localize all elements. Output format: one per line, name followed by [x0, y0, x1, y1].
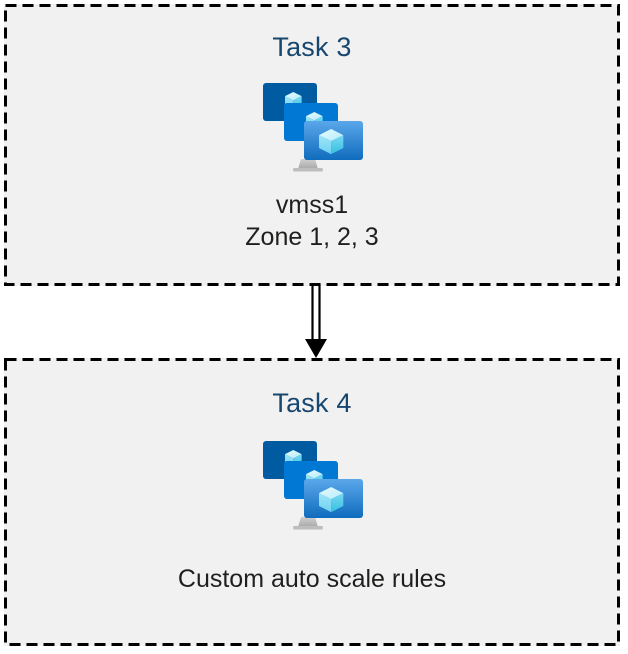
vmss-icon-svg: [263, 83, 363, 172]
task-caption-task3: vmss1 Zone 1, 2, 3: [245, 189, 378, 253]
caption-line: Custom auto scale rules: [177, 565, 447, 593]
task-title-task4: Task 4: [272, 388, 352, 418]
virtual-machine-scale-set-icon: [257, 77, 367, 177]
caption-line: vmss1: [275, 191, 349, 219]
task-caption-task4: Custom auto scale rules: [178, 563, 446, 595]
connector-arrow-task3-to-task4: [305, 284, 327, 358]
arrowhead-icon: [305, 339, 327, 358]
task-box-task4[interactable]: Task 4: [4, 358, 620, 646]
virtual-machine-scale-set-icon: [257, 435, 367, 535]
caption-line: Zone 1, 2, 3: [245, 223, 379, 251]
task-title-task3: Task 3: [272, 32, 352, 62]
vmss-icon-svg: [263, 441, 363, 530]
task-box-task3[interactable]: Task 3: [4, 4, 620, 286]
